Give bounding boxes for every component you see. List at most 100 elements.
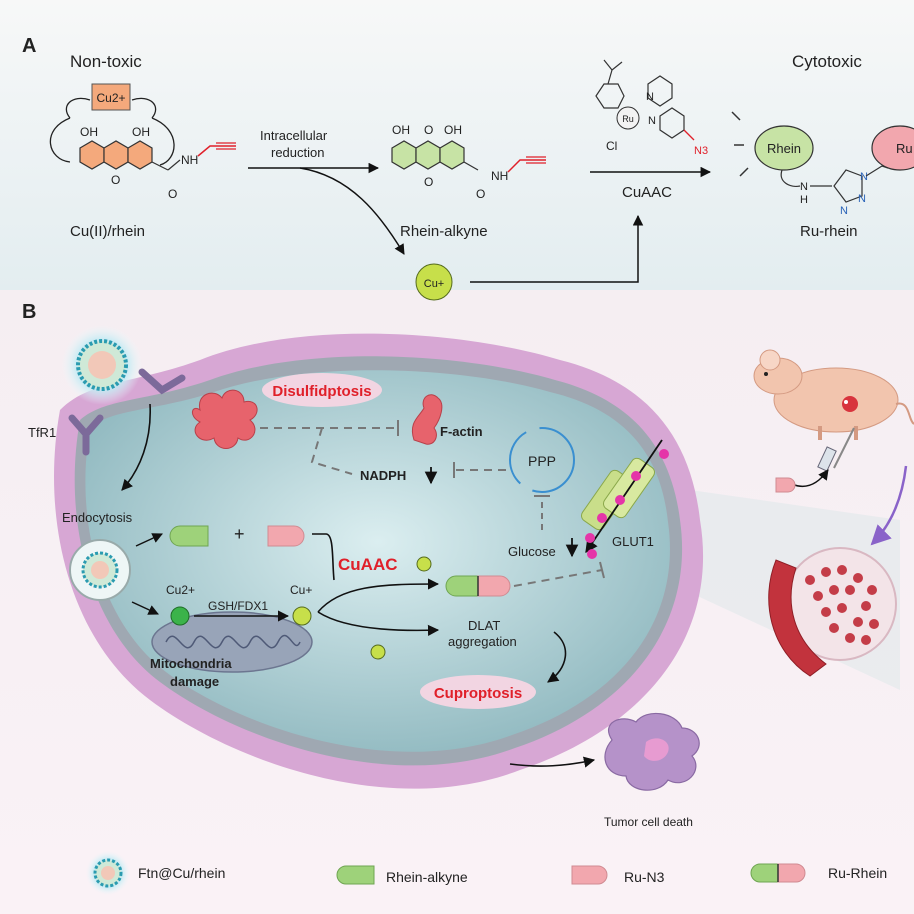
- endocytosis-label: Endocytosis: [62, 510, 133, 525]
- tfr1-label: TfR1: [28, 425, 56, 440]
- cytotoxic-label: Cytotoxic: [792, 52, 862, 71]
- mito-label-2: damage: [170, 674, 219, 689]
- release-arrow-1: [135, 533, 163, 547]
- internalization-arrow: [121, 403, 151, 491]
- disulfidptosis-label: Disulfidptosis: [272, 383, 371, 400]
- legend-ru-n3-icon: [571, 865, 608, 885]
- oh-right: OH: [132, 125, 150, 139]
- n-atom-1: N: [646, 91, 654, 103]
- cu-plus-label-b: Cu+: [290, 583, 312, 597]
- dead-tumor-cell: [604, 712, 700, 791]
- amide-o-2: O: [476, 187, 485, 201]
- cu-plus-label-a: Cu+: [424, 278, 445, 290]
- ru-rhein-product: Rhein Ru N H N N N: [731, 111, 914, 217]
- ru-rhein-label: Ru-rhein: [800, 223, 858, 240]
- glut1-label: GLUT1: [612, 534, 654, 549]
- cu2-label-b: Cu2+: [166, 583, 195, 597]
- tfr1-receptor-1: [138, 368, 186, 395]
- nanoparticle-outside: [62, 325, 142, 405]
- linker-n: N: [800, 181, 808, 193]
- legend-ru-rhein-icon: [750, 863, 806, 883]
- nadph-label: NADPH: [360, 468, 406, 483]
- cu-release-arrow: [299, 167, 405, 255]
- legend-ru-n3-label: Ru-N3: [624, 869, 665, 885]
- release-arrow-2: [131, 601, 159, 615]
- legend-rhein-alkyne-icon: [336, 865, 375, 885]
- endosome: [69, 539, 131, 601]
- legend-ftn-label: Ftn@Cu/rhein: [138, 865, 225, 881]
- cuproptosis-badge: [420, 675, 536, 709]
- cu2-badge: [91, 83, 131, 111]
- cuaac-product-arrow: [317, 578, 440, 613]
- ru-complex: Ru Cl N N N3: [595, 59, 708, 157]
- plus-sign: +: [234, 524, 245, 544]
- triazole-n2: N: [858, 193, 866, 205]
- panel-b-letter: B: [22, 301, 36, 323]
- glut1-inhibit-line: [513, 569, 603, 587]
- ketone-o-bottom: O: [424, 175, 433, 189]
- legend-ftn-icon: [86, 851, 130, 895]
- azide-n3: N3: [694, 145, 708, 157]
- cl-atom: Cl: [606, 139, 617, 153]
- cuaac-label-a: CuAAC: [622, 184, 672, 201]
- ketone-o-top: O: [424, 123, 433, 137]
- ppp-label: PPP: [528, 453, 556, 469]
- cu-plus-dot-3: [370, 644, 386, 660]
- f-actin-label: F-actin: [440, 424, 483, 439]
- cu-plus-dot-1: [416, 556, 432, 572]
- cuproptosis-arrow: [547, 631, 567, 683]
- cu-rhein-molecule: Cu2+ OH OH O O NH: [49, 83, 236, 201]
- legend: Ftn@Cu/rhein Rhein-alkyne Ru-N3 Ru-Rhein: [86, 851, 887, 895]
- cu-plus-dot-2: [292, 606, 312, 626]
- amide-nh-2: NH: [491, 169, 508, 183]
- dlat-arrow: [317, 611, 440, 636]
- ru-bubble-label: Ru: [896, 141, 913, 156]
- nadph-link-line: [310, 427, 353, 475]
- ru-atom: Ru: [622, 114, 634, 124]
- triazole-n1: N: [860, 171, 868, 183]
- pill-merge-line: [312, 533, 335, 581]
- cuaac-label-b: CuAAC: [338, 555, 398, 574]
- amide-o: O: [168, 187, 177, 201]
- mouse: [753, 349, 914, 440]
- gsh-fdx1-label: GSH/FDX1: [208, 599, 268, 613]
- legend-rhein-alkyne-label: Rhein-alkyne: [386, 869, 468, 885]
- reduction-label: reduction: [271, 145, 324, 160]
- mito-label-1: Mitochondria: [150, 656, 232, 671]
- cu-rhein-label: Cu(II)/rhein: [70, 223, 145, 240]
- death-arrow: [509, 756, 596, 768]
- tfr1-receptor-2: [68, 414, 104, 456]
- cu-plus-feed-arrow: [470, 214, 644, 283]
- f-actin-strand: [411, 394, 443, 445]
- f-actin-aggregate: [192, 389, 258, 449]
- oh-right-2: OH: [444, 123, 462, 137]
- dlat-label-2: aggregation: [448, 634, 517, 649]
- rhein-alkyne-molecule: OH O OH O O NH: [391, 123, 546, 201]
- tumor-tissue: [768, 547, 897, 677]
- syringe: [817, 427, 855, 472]
- glut1-transporter: [581, 439, 669, 559]
- rhein-bubble-label: Rhein: [767, 141, 801, 156]
- disulfidptosis-badge: [262, 373, 382, 407]
- rhein-alkyne-label: Rhein-alkyne: [400, 223, 488, 240]
- amide-nh: NH: [181, 153, 198, 167]
- oh-left-2: OH: [392, 123, 410, 137]
- tumor-target-arrow: [870, 465, 908, 546]
- mitochondrion: [151, 611, 313, 673]
- triazole-n3: N: [840, 205, 848, 217]
- cu2-dot: [170, 606, 190, 626]
- tumor-death-label: Tumor cell death: [604, 815, 693, 829]
- panel-a-letter: A: [22, 35, 36, 57]
- cu2-badge-label: Cu2+: [96, 91, 125, 105]
- linker-h: H: [800, 194, 808, 206]
- ru-n3-pill: [267, 525, 305, 547]
- ppp-cycle: [509, 427, 575, 493]
- non-toxic-label: Non-toxic: [70, 52, 142, 71]
- cu-plus-ball: [415, 263, 453, 301]
- legend-ru-rhein-label: Ru-Rhein: [828, 865, 887, 881]
- glucose-label: Glucose: [508, 544, 556, 559]
- intracellular-label: Intracellular: [260, 128, 328, 143]
- rhein-alkyne-pill: [169, 525, 209, 547]
